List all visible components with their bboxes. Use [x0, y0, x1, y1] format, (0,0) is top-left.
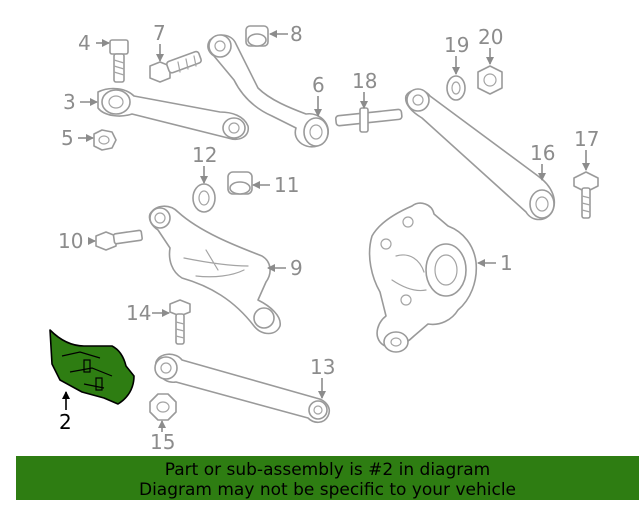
part-18-bolt[interactable] — [334, 107, 403, 133]
callout-18: 18 — [352, 69, 377, 93]
callout-14: 14 — [126, 301, 151, 325]
part-19-washer[interactable] — [446, 75, 466, 101]
part-8-bushing[interactable] — [245, 25, 269, 47]
part-7-bolt[interactable] — [149, 50, 202, 83]
callout-16: 16 — [530, 141, 555, 165]
notice-line-2: Diagram may not be specific to your vehi… — [138, 480, 516, 500]
callout-10: 10 — [58, 229, 83, 253]
part-9-lower-arm[interactable] — [148, 205, 281, 335]
part-13-lower-link[interactable] — [154, 353, 331, 424]
callout-3: 3 — [63, 90, 76, 114]
part-4-bolt[interactable] — [109, 39, 129, 83]
part-5-nut[interactable] — [93, 129, 117, 151]
callout-13: 13 — [310, 355, 335, 379]
notice-line-1: Part or sub-assembly is #2 in diagram — [164, 460, 491, 480]
part-17-bolt[interactable] — [573, 171, 599, 219]
part-14-bolt[interactable] — [169, 299, 191, 345]
callout-5: 5 — [61, 126, 74, 150]
part-3-control-arm[interactable] — [97, 87, 250, 141]
callout-12: 12 — [192, 143, 217, 167]
callout-17: 17 — [574, 127, 599, 151]
callout-19: 19 — [444, 33, 469, 57]
part-16-link-arm[interactable] — [404, 88, 556, 221]
callout-1: 1 — [500, 251, 513, 275]
callout-2: 2 — [59, 410, 72, 434]
callout-15: 15 — [150, 430, 175, 454]
notice-banner: Part or sub-assembly is #2 in diagram Di… — [16, 456, 639, 500]
exploded-parts-diagram: 1 2 3 4 5 6 7 8 9 10 11 12 13 14 15 16 1… — [49, 21, 599, 454]
part-12-washer[interactable] — [192, 183, 216, 213]
part-1-knuckle[interactable] — [368, 202, 478, 353]
part-20-bushing[interactable] — [477, 65, 503, 95]
callout-6: 6 — [312, 73, 325, 97]
part-6-curved-arm[interactable] — [207, 34, 329, 148]
part-10-bolt[interactable] — [95, 229, 143, 251]
part-15-nut[interactable] — [149, 393, 177, 421]
callout-4: 4 — [78, 31, 91, 55]
callout-9: 9 — [290, 256, 303, 280]
callout-7: 7 — [153, 21, 166, 45]
part-11-bushing[interactable] — [227, 171, 253, 195]
callout-11: 11 — [274, 173, 299, 197]
part-2-shield-highlighted[interactable] — [49, 329, 135, 405]
callout-8: 8 — [290, 22, 303, 46]
callout-20: 20 — [478, 25, 503, 49]
